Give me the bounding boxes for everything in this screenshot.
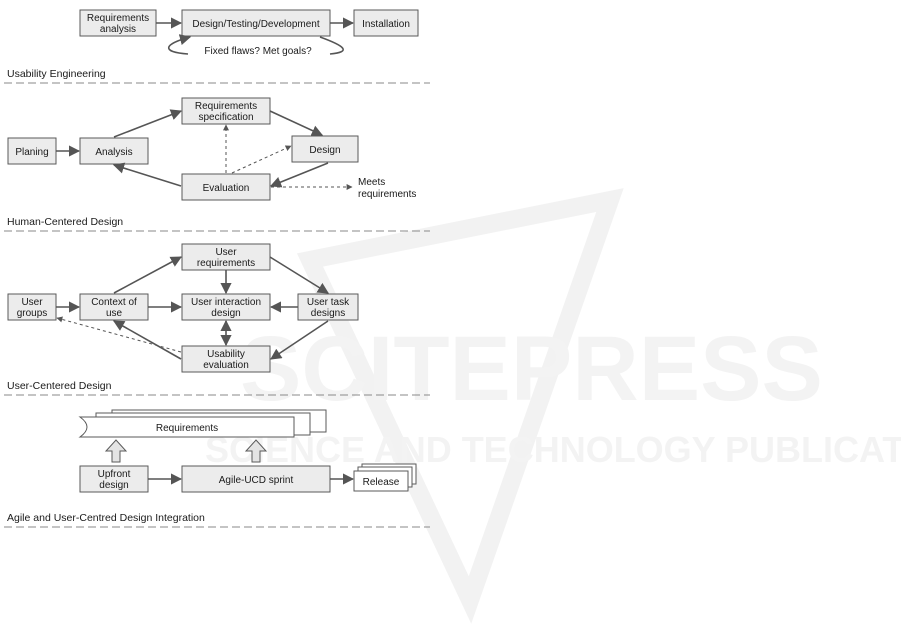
user-task-designs-label-1: User task — [307, 297, 350, 308]
requirements-analysis-label-1: Requirements — [87, 13, 149, 24]
requirements-spec-label-2: specification — [198, 112, 253, 123]
hollow-arrow-sprint — [244, 439, 268, 463]
arrow-spec-to-design — [269, 110, 324, 136]
design-label: Design — [309, 145, 340, 156]
user-interaction-design-label-1: User interaction — [191, 297, 261, 308]
arrow-context-to-requirements — [113, 256, 182, 294]
user-groups-label-2: groups — [17, 308, 48, 319]
upfront-design-box — [79, 465, 149, 493]
agile-integration-label: Agile and User-Centred Design Integratio… — [7, 512, 205, 524]
requirements-spec-box — [181, 97, 271, 125]
feedback-loop-arrow-back — [167, 34, 192, 55]
installation-box — [353, 9, 419, 37]
analysis-label: Analysis — [95, 147, 132, 158]
requirements-analysis-box — [79, 9, 157, 37]
requirements-analysis-label-2: analysis — [100, 24, 136, 35]
release-label: Release — [363, 477, 400, 488]
loop-label: Fixed flaws? Met goals? — [204, 46, 312, 57]
user-requirements-label-2: requirements — [197, 258, 255, 269]
watermark: SCITEPRESS SCIENCE AND TECHNOLOGY PUBLIC… — [205, 188, 901, 624]
user-centered-label: User-Centered Design — [7, 380, 112, 392]
usability-engineering-label: Usability Engineering — [7, 68, 106, 80]
requirements-label: Requirements — [156, 423, 218, 434]
arrow-task-to-evaluation — [270, 320, 329, 360]
agile-ucd-model: Requirements Upfront design Agile-UCD sp… — [78, 409, 417, 493]
context-of-use-label-2: use — [106, 308, 123, 319]
arrow-evaluation-to-context — [113, 320, 182, 360]
hollow-arrow-upfront — [104, 439, 128, 463]
waterfall-model: Requirements analysis Design/Testing/Dev… — [79, 9, 419, 57]
user-requirements-label-1: User — [215, 247, 237, 258]
requirements-spec-label-1: Requirements — [195, 101, 257, 112]
requirements-banner — [78, 416, 295, 438]
human-centered-label: Human-Centered Design — [7, 216, 123, 228]
usability-evaluation-label-2: evaluation — [203, 360, 249, 371]
design-box — [291, 135, 359, 163]
meets-requirements-label-1: Meets — [358, 177, 385, 188]
user-groups-label-1: User — [21, 297, 43, 308]
installation-label: Installation — [362, 19, 410, 30]
arrow-analysis-to-spec — [113, 109, 183, 138]
user-task-designs-box — [297, 293, 359, 321]
meets-requirements-label-2: requirements — [358, 189, 416, 200]
human-centered-model: User requirements User groups Context of… — [7, 243, 359, 373]
arrow-design-to-evaluation — [269, 162, 329, 188]
evaluation-box — [181, 173, 271, 201]
agile-sprint-label: Agile-UCD sprint — [219, 475, 294, 486]
dashed-evaluation-to-design — [231, 145, 292, 174]
analysis-box — [79, 137, 149, 165]
upfront-design-label-2: design — [99, 480, 128, 491]
context-of-use-box — [79, 293, 149, 321]
upfront-design-label-1: Upfront — [98, 469, 131, 480]
design-testing-box — [181, 9, 331, 37]
user-requirements-box — [181, 243, 271, 271]
watermark-logo-shape — [296, 188, 624, 624]
watermark-main-text: SCITEPRESS — [240, 318, 823, 420]
arrow-requirements-to-task — [269, 256, 329, 294]
usability-evaluation-label-1: Usability — [207, 349, 245, 360]
watermark-sub-text: SCIENCE AND TECHNOLOGY PUBLICATIONS — [205, 429, 901, 470]
design-testing-label: Design/Testing/Development — [192, 19, 320, 30]
user-interaction-design-box — [181, 293, 271, 321]
user-task-designs-label-2: designs — [311, 308, 345, 319]
feedback-loop-arrow — [319, 36, 344, 55]
arrow-evaluation-to-analysis — [112, 162, 182, 187]
user-interaction-design-label-2: design — [211, 308, 240, 319]
context-of-use-label-1: Context of — [91, 297, 137, 308]
evaluation-label: Evaluation — [203, 183, 250, 194]
planing-label: Planing — [15, 147, 48, 158]
usability-engineering-model: Planing Analysis Requirements specificat… — [7, 97, 416, 201]
